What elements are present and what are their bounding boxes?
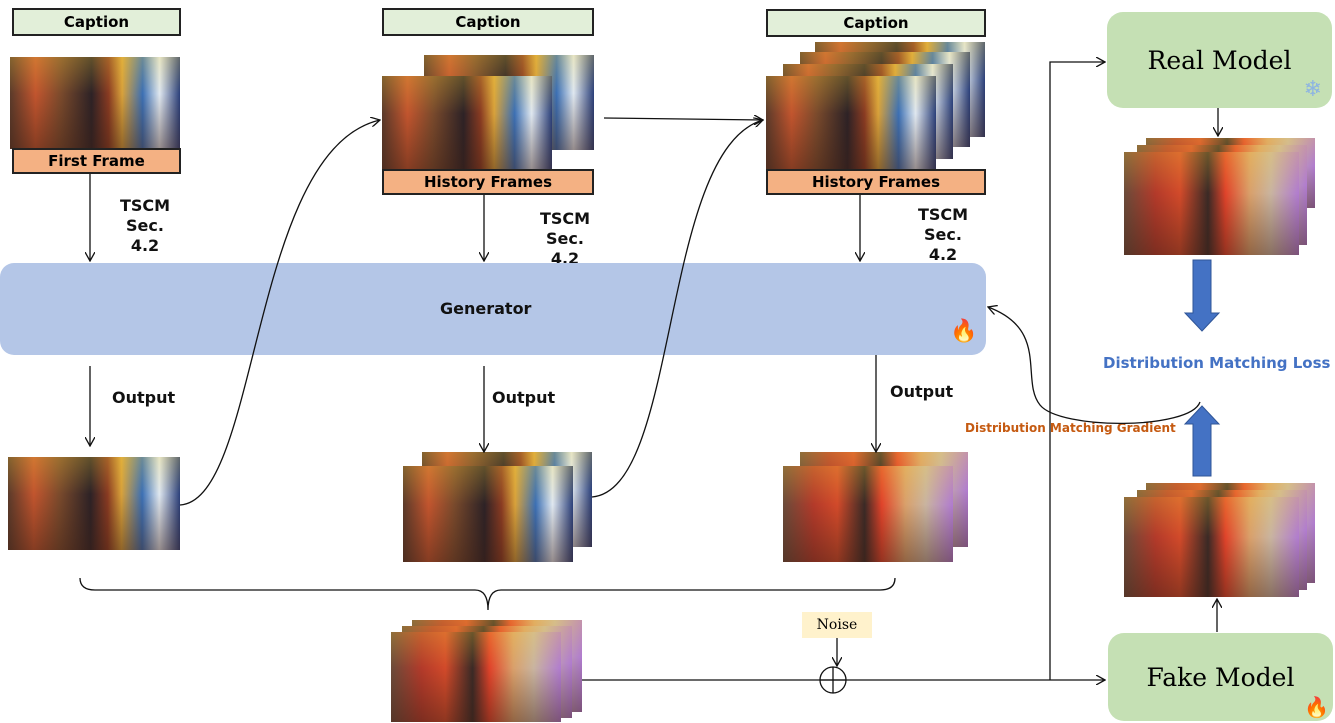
- history-frame-image: [382, 76, 552, 170]
- output-label-2: Output: [492, 388, 556, 407]
- first-frame-label: First Frame: [12, 148, 181, 174]
- snowflake-icon: ❄: [1303, 77, 1322, 102]
- caption-box-2: Caption: [382, 8, 594, 36]
- first-frame-image: [10, 57, 180, 149]
- history-frames-label-2: History Frames: [766, 169, 986, 195]
- output-label-3: Output: [890, 382, 954, 401]
- arrow-to-real-model: [1049, 62, 1105, 680]
- distribution-matching-loss-label: Distribution Matching Loss: [1103, 354, 1331, 372]
- arrow-up-block: [1183, 405, 1221, 477]
- real-output-image: [1124, 152, 1299, 255]
- arrow-gradient-to-generator: [988, 307, 1201, 425]
- distribution-matching-gradient-label: Distribution Matching Gradient: [965, 421, 1176, 435]
- fake-output-image: [1124, 497, 1299, 597]
- output-label-1: Output: [112, 388, 176, 407]
- flame-icon: 🔥: [1304, 695, 1329, 719]
- fake-model-block: Fake Model 🔥: [1108, 633, 1333, 721]
- output-image-2: [403, 466, 573, 562]
- fake-model-label: Fake Model: [1146, 662, 1295, 692]
- noise-label: Noise: [802, 612, 872, 638]
- real-model-label: Real Model: [1147, 45, 1292, 75]
- combined-video-image: [391, 632, 561, 722]
- history-frames-label-1: History Frames: [382, 169, 594, 195]
- output-image-1: [8, 457, 180, 550]
- generator-block: Generator 🔥: [0, 263, 986, 355]
- arrow-history1-to-history2: [603, 118, 763, 120]
- history-frame-image: [766, 76, 936, 170]
- generator-label: Generator: [440, 299, 532, 318]
- caption-box-3: Caption: [766, 9, 986, 37]
- caption-box-1: Caption: [12, 8, 181, 36]
- real-model-block: Real Model ❄: [1107, 12, 1332, 108]
- output-image-3: [783, 466, 953, 562]
- flame-icon: 🔥: [950, 319, 978, 344]
- brace: [79, 577, 896, 611]
- arrow-output1-to-history: [179, 120, 380, 506]
- arrow-output2-to-history: [591, 120, 763, 498]
- arrow-down-block: [1183, 259, 1221, 332]
